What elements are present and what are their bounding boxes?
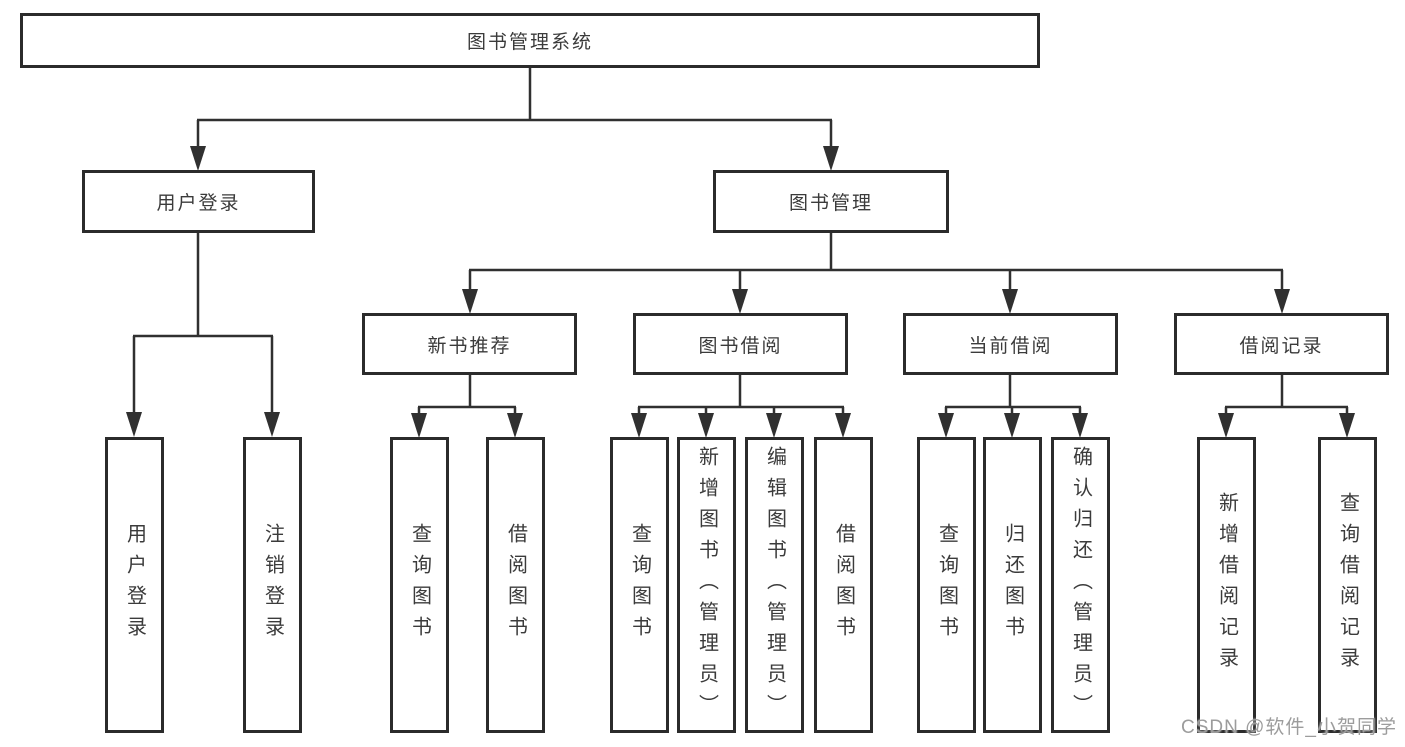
arrow-icon: [1339, 413, 1355, 438]
node-label: 图书管理: [788, 193, 873, 214]
leaf-label: 查询借阅记录: [1336, 492, 1359, 678]
leaf-add-borrow-record: 新增借阅记录: [1197, 437, 1256, 733]
node-user-login: 用户登录: [82, 170, 315, 233]
leaf-borrow-book: 借阅图书: [814, 437, 873, 733]
leaf-label: 查询图书: [408, 523, 431, 647]
leaf-label: 归还图书: [1001, 523, 1024, 647]
leaf-add-book-admin: 新增图书（管理员）: [677, 437, 736, 733]
leaf-user-login: 用户登录: [105, 437, 164, 733]
node-book-borrow: 图书借阅: [633, 313, 848, 375]
arrow-icon: [1218, 413, 1234, 438]
connector-records: [1224, 375, 1349, 416]
arrow-icon: [766, 413, 782, 438]
leaf-label: 查询图书: [628, 523, 651, 647]
arrow-icon: [1002, 289, 1018, 314]
arrow-icon: [1274, 289, 1290, 314]
node-root-system: 图书管理系统: [20, 13, 1040, 68]
arrow-icon: [190, 146, 206, 171]
node-borrow-records: 借阅记录: [1174, 313, 1389, 375]
connector-book-mgmt: [468, 233, 1284, 293]
leaf-label: 查询图书: [935, 523, 958, 647]
leaf-label: 确认归还（管理员）: [1069, 445, 1092, 725]
leaf-borrow-book-recommend: 借阅图书: [486, 437, 545, 733]
leaf-return-book: 归还图书: [983, 437, 1042, 733]
connector-recommend: [417, 375, 517, 416]
arrow-icon: [631, 413, 647, 438]
arrow-icon: [264, 412, 280, 437]
node-label: 图书借阅: [698, 335, 783, 357]
node-current-borrow: 当前借阅: [903, 313, 1118, 375]
leaf-query-book-recommend: 查询图书: [390, 437, 449, 733]
arrow-icon: [823, 146, 839, 171]
connector-current: [944, 375, 1082, 416]
leaf-label: 借阅图书: [504, 523, 527, 647]
node-label: 当前借阅: [968, 335, 1053, 357]
leaf-query-borrow-record: 查询借阅记录: [1318, 437, 1377, 733]
node-label: 新书推荐: [427, 335, 512, 357]
connector-root: [196, 68, 833, 150]
leaf-label: 新增借阅记录: [1215, 492, 1238, 678]
arrow-icon: [1072, 413, 1088, 438]
leaf-label: 借阅图书: [832, 523, 855, 647]
leaf-label: 用户登录: [123, 523, 146, 647]
arrow-icon: [835, 413, 851, 438]
leaf-query-book-current: 查询图书: [917, 437, 976, 733]
node-label: 用户登录: [156, 193, 241, 214]
arrow-icon: [732, 289, 748, 314]
node-root-label: 图书管理系统: [466, 32, 593, 53]
node-new-book-recommend: 新书推荐: [362, 313, 577, 375]
connector-borrow: [637, 375, 845, 416]
arrow-icon: [126, 412, 142, 437]
node-label: 借阅记录: [1239, 335, 1324, 357]
csdn-watermark: CSDN @软件_小贺同学: [1181, 717, 1397, 738]
leaf-edit-book-admin: 编辑图书（管理员）: [745, 437, 804, 733]
leaf-logout: 注销登录: [243, 437, 302, 733]
leaf-label: 编辑图书（管理员）: [763, 445, 786, 725]
leaf-label: 注销登录: [261, 523, 284, 647]
arrow-icon: [507, 413, 523, 438]
arrow-icon: [938, 413, 954, 438]
node-book-management: 图书管理: [713, 170, 949, 233]
connector-user-login: [132, 233, 274, 416]
arrow-icon: [462, 289, 478, 314]
arrow-icon: [1004, 413, 1020, 438]
leaf-query-book-borrow: 查询图书: [610, 437, 669, 733]
leaf-label: 新增图书（管理员）: [695, 445, 718, 725]
arrow-icon: [698, 413, 714, 438]
leaf-confirm-return-admin: 确认归还（管理员）: [1051, 437, 1110, 733]
arrow-icon: [411, 413, 427, 438]
